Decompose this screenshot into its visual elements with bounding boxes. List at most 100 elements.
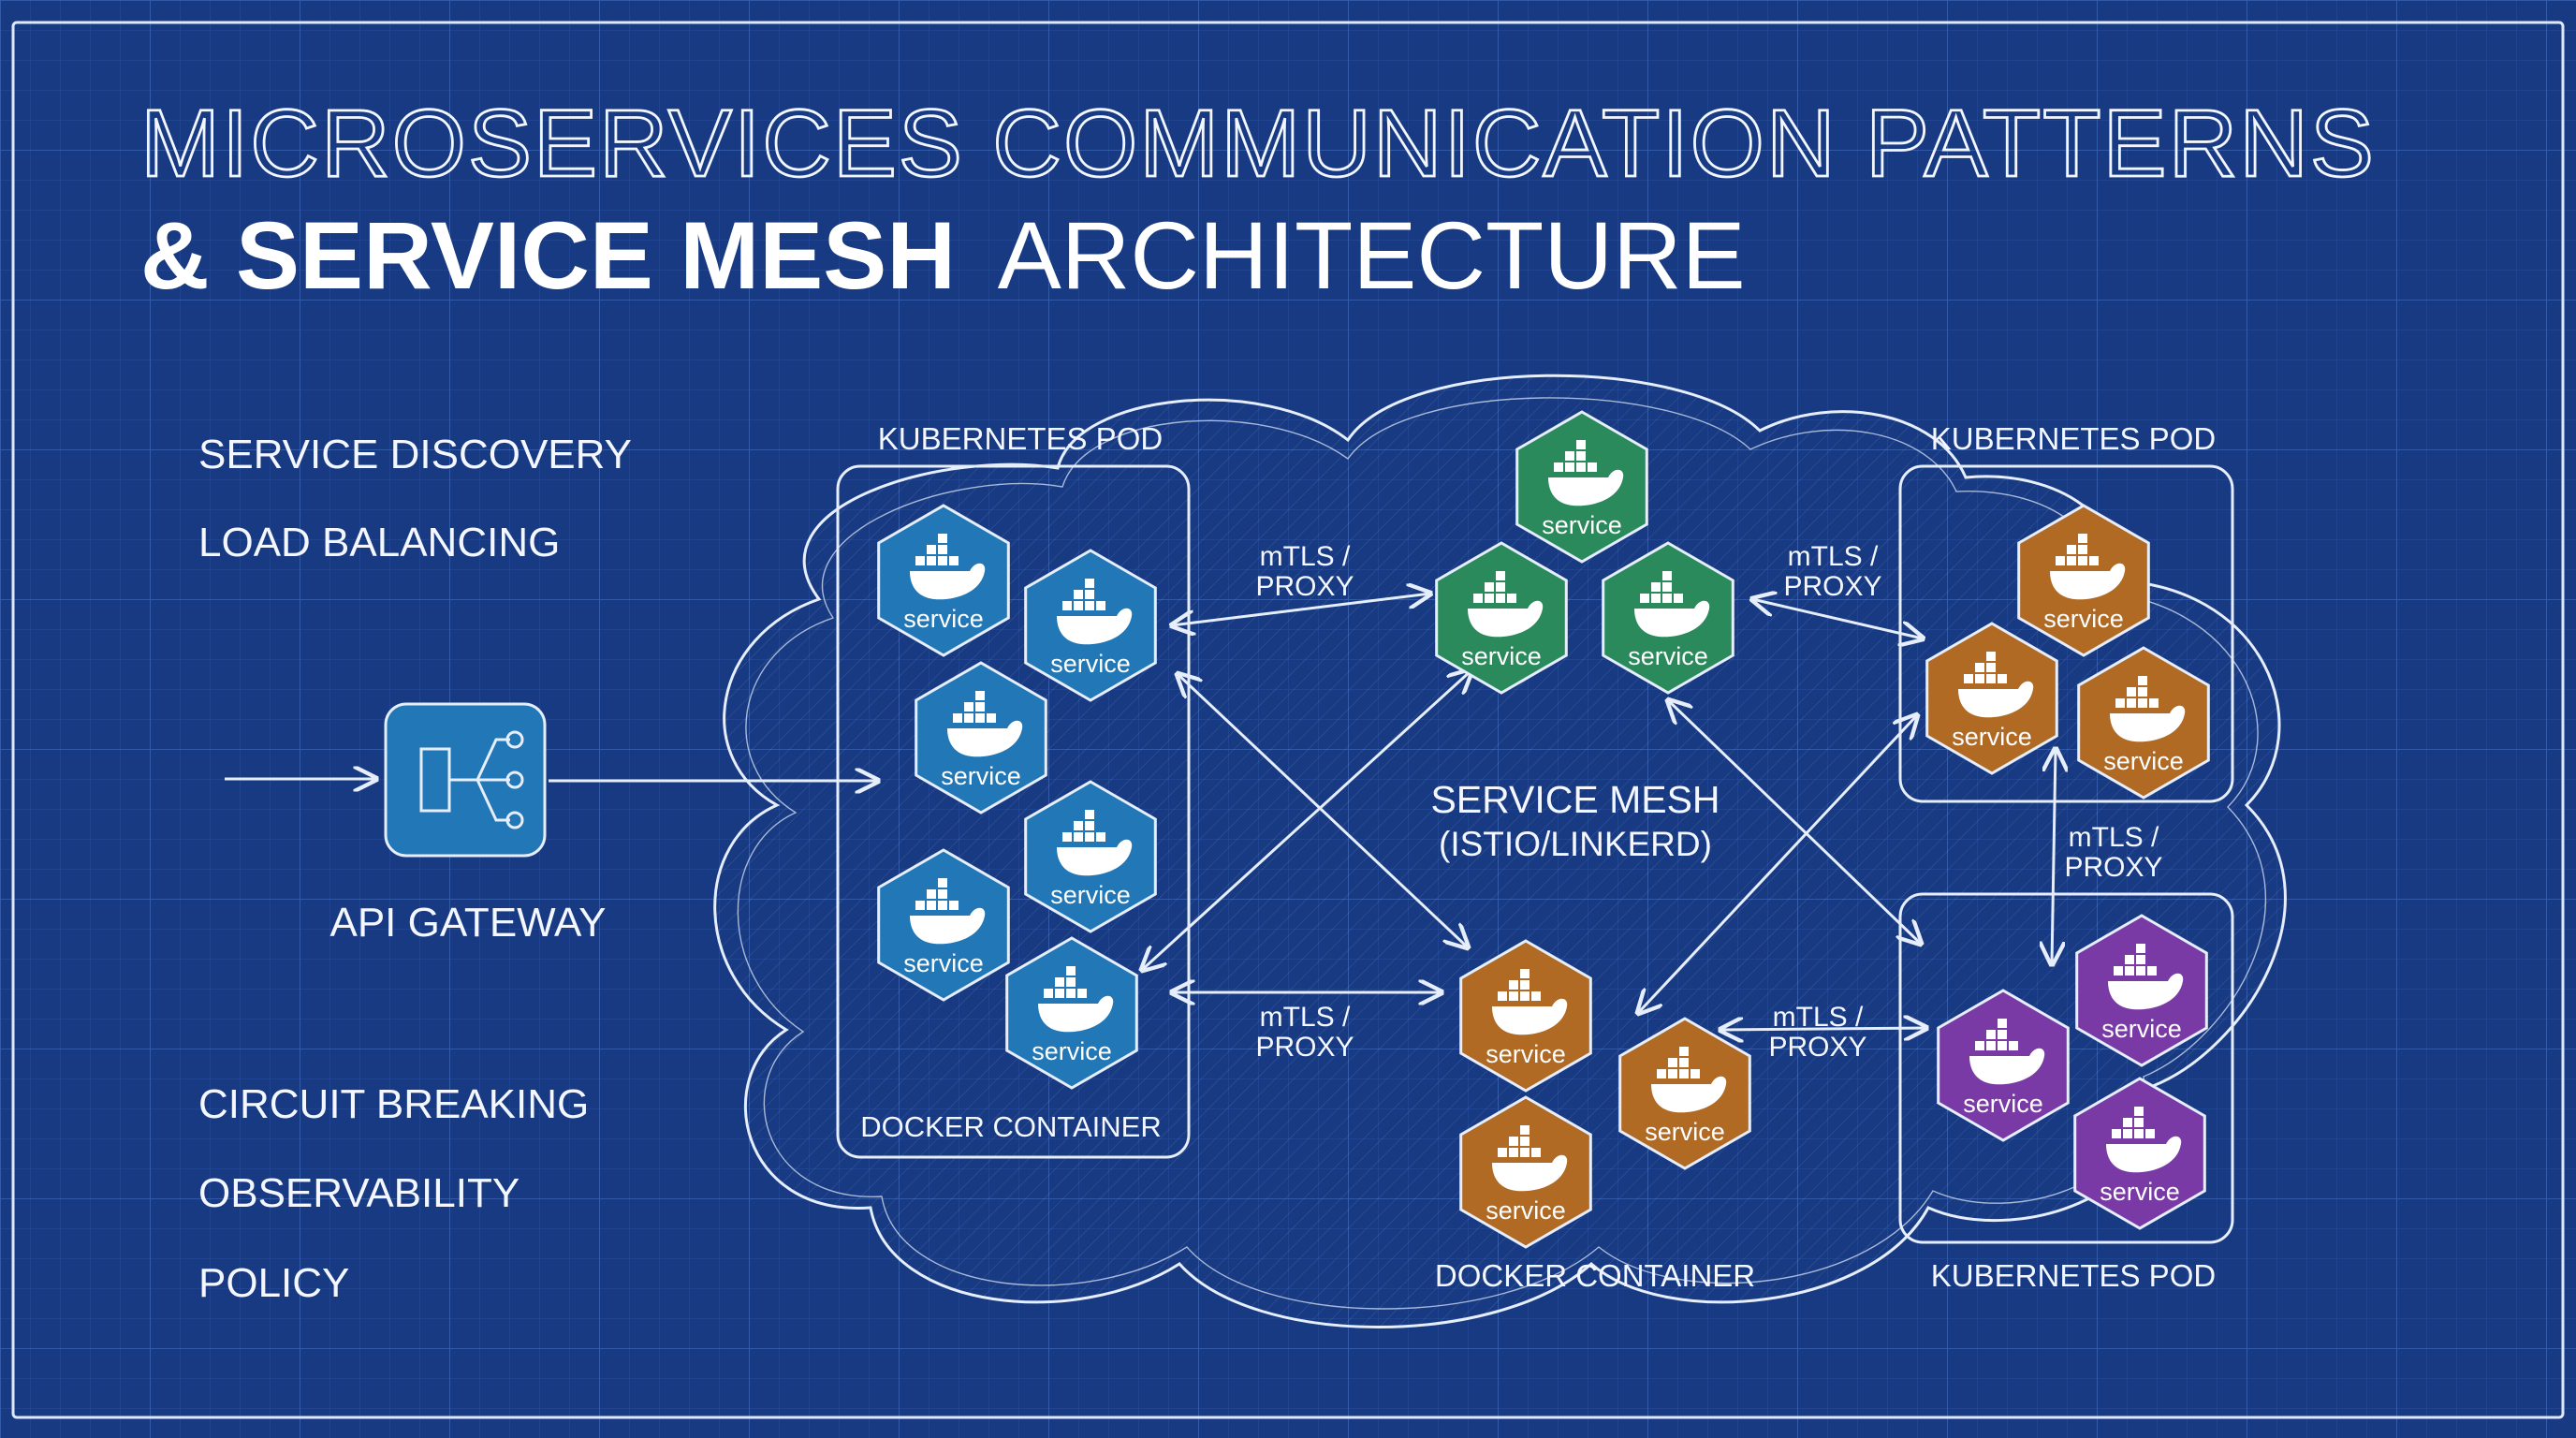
frame-border [11, 21, 2565, 1419]
service-label: service [1050, 650, 1131, 678]
service-node: service [1925, 622, 2058, 775]
service-label: service [1032, 1037, 1112, 1065]
pod-right-bottom-label: KUBERNETES POD [1931, 1258, 2216, 1293]
conn-pod-to-pod-right [2052, 749, 2056, 964]
pod-left-label: KUBERNETES POD [878, 421, 1163, 456]
docker-whale-icon [2110, 676, 2186, 742]
conn-cross-2 [1142, 670, 1471, 970]
docker-whale-icon [1492, 1125, 1568, 1192]
mtls-label-c1: mTLS / [2069, 822, 2159, 853]
docker-whale-icon [910, 878, 986, 945]
gateway-node-1 [505, 730, 524, 749]
service-node: service [2017, 504, 2150, 657]
service-label: service [1461, 642, 1542, 670]
service-label: service [1645, 1118, 1725, 1146]
api-gateway-label: API GATEWAY [329, 900, 606, 946]
service-node: service [1515, 410, 1648, 564]
feature-service-discovery: SERVICE DISCOVERY [198, 432, 632, 477]
docker-whale-icon [1969, 1019, 2045, 1085]
pod-left-container-label: DOCKER CONTAINER [860, 1110, 1162, 1143]
docker-whale-icon [1492, 969, 1568, 1035]
service-label: service [1486, 1196, 1566, 1225]
service-node: service [1602, 541, 1734, 695]
service-node: service [915, 661, 1047, 814]
conn-cross-4 [1638, 715, 1917, 1013]
service-node: service [1024, 780, 1157, 933]
service-label: service [2043, 605, 2124, 633]
service-label: service [2100, 1178, 2180, 1206]
mtls-label-d1: mTLS / [1260, 1002, 1351, 1033]
docker-whale-icon [1468, 571, 1544, 638]
service-node: service [1459, 939, 1592, 1093]
service-node: service [877, 848, 1010, 1002]
docker-whale-icon [910, 534, 986, 600]
feature-list-top: SERVICE DISCOVERY LOAD BALANCING [198, 432, 632, 565]
service-node: service [2073, 1077, 2206, 1230]
title-line1: MICROSERVICES COMMUNICATION PATTERNS [140, 90, 2376, 197]
service-node: service [877, 504, 1010, 657]
mtls-label-e1: mTLS / [1773, 1002, 1864, 1033]
feature-load-balancing: LOAD BALANCING [198, 520, 560, 565]
mtls-label-b2: PROXY [1783, 571, 1881, 602]
service-mesh-title: SERVICE MESH [1430, 778, 1720, 821]
docker-whale-icon [1958, 652, 2034, 718]
mtls-label-a2: PROXY [1255, 571, 1354, 602]
feature-policy: POLICY [198, 1260, 349, 1306]
center-container-label: DOCKER CONTAINER [1435, 1258, 1755, 1293]
conn-pod-to-green [1172, 594, 1430, 625]
docker-whale-icon [2108, 944, 2184, 1010]
title-bold: & SERVICE MESH [140, 202, 956, 309]
mtls-label-e2: PROXY [1768, 1032, 1866, 1063]
service-label: service [2103, 747, 2184, 775]
feature-circuit-breaking: CIRCUIT BREAKING [198, 1081, 589, 1127]
docker-whale-icon [1651, 1047, 1727, 1113]
title-line2: & SERVICE MESH ARCHITECTURE [140, 202, 1746, 309]
service-mesh-subtitle: (ISTIO/LINKERD) [1439, 825, 1712, 863]
service-node: service [2077, 646, 2210, 800]
service-label: service [1963, 1090, 2043, 1118]
docker-whale-icon [2050, 534, 2126, 600]
docker-whale-icon [2106, 1107, 2182, 1173]
docker-whale-icon [947, 691, 1023, 757]
connections [1142, 594, 2056, 1030]
service-label: service [903, 605, 984, 633]
service-label: service [2101, 1015, 2182, 1043]
docker-whale-icon [1634, 571, 1710, 638]
feature-list-bottom: CIRCUIT BREAKING OBSERVABILITY POLICY [198, 1081, 589, 1306]
service-label: service [903, 949, 984, 977]
docker-whale-icon [1057, 810, 1133, 876]
gateway-branch-lines [449, 738, 510, 822]
gateway-node-2 [505, 770, 524, 789]
service-node: service [1435, 541, 1568, 695]
conn-green-to-orangepod [1752, 599, 1923, 638]
feature-observability: OBSERVABILITY [198, 1170, 520, 1216]
service-node: service [1937, 989, 2070, 1142]
service-label: service [941, 762, 1021, 790]
service-node: service [1005, 936, 1138, 1090]
api-gateway: API GATEWAY [225, 702, 878, 946]
docker-whale-icon [1038, 966, 1114, 1033]
mtls-label-b1: mTLS / [1788, 541, 1879, 572]
title-light: ARCHITECTURE [998, 202, 1746, 309]
mtls-label-a1: mTLS / [1260, 541, 1351, 572]
docker-whale-icon [1057, 579, 1133, 645]
conn-center-to-purplepod [1720, 1028, 1926, 1030]
service-node: service [1024, 549, 1157, 702]
service-label: service [1628, 642, 1708, 670]
mtls-labels: mTLS / PROXY mTLS / PROXY mTLS / PROXY m… [1255, 541, 2162, 1063]
mtls-label-d2: PROXY [1255, 1032, 1354, 1063]
pod-right-bottom: KUBERNETES POD [1898, 892, 2234, 1293]
service-nodes: service service service service service servi… [877, 410, 2210, 1249]
mtls-label-c2: PROXY [2064, 852, 2162, 883]
pod-right-top-label: KUBERNETES POD [1931, 421, 2216, 456]
service-node: service [1618, 1017, 1751, 1170]
service-label: service [1050, 881, 1131, 909]
docker-whale-icon [1548, 440, 1624, 506]
service-label: service [1486, 1040, 1566, 1068]
service-label: service [1542, 511, 1622, 539]
service-node: service [2075, 914, 2208, 1067]
service-label: service [1952, 723, 2032, 751]
service-node: service [1459, 1095, 1592, 1249]
gateway-node-3 [505, 811, 524, 829]
